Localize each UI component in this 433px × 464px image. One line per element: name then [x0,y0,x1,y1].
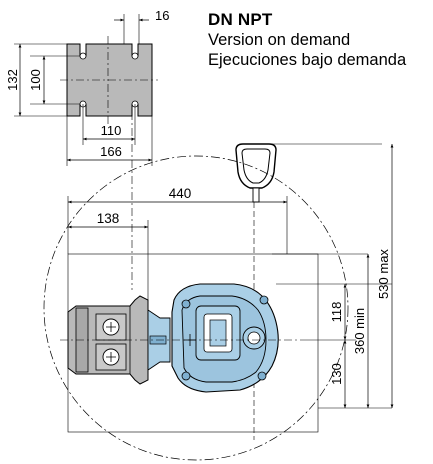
dim-label-118: 118 [329,302,344,323]
dim-overall-width: 440 [67,186,288,254]
hand-lever [235,143,382,203]
dim-label-16: 16 [155,8,169,23]
dim-pipe-offset: 138 [68,211,149,300]
dim-hole-spacing: 100 [28,55,80,105]
right-extension-lines [272,253,392,409]
dim-actuator-upper: 118 [329,284,347,340]
dim-label-166: 166 [100,144,122,159]
subtitle-spanish: Ejecuciones bajo demanda [208,51,407,69]
dim-label-130: 130 [329,363,344,385]
dim-label-440: 440 [169,186,192,201]
page-title: DN NPT [208,10,273,29]
dim-label-100: 100 [28,69,43,91]
dim-max-height: 530 max [376,144,394,408]
dim-label-132: 132 [5,69,20,91]
header-block: DN NPT Version on demand Ejecuciones baj… [208,10,406,70]
dim-flange-height: 132 [5,43,67,117]
dim-slot-width: 16 [114,8,169,44]
dim-label-530-max: 530 max [376,249,391,299]
flange-detail [60,36,158,124]
dim-flange-width: 166 [66,116,153,166]
actuator-body [171,283,279,393]
dim-label-360-min: 360 min [352,308,367,354]
dim-min-height: 360 min [352,254,370,408]
dim-label-110: 110 [101,123,122,138]
subtitle-english: Version on demand [208,31,351,49]
dim-label-138: 138 [97,211,120,226]
swing-radius-circle [43,155,349,461]
dim-actuator-lower: 130 [329,340,347,408]
dim-hole-x: 110 [82,104,136,145]
